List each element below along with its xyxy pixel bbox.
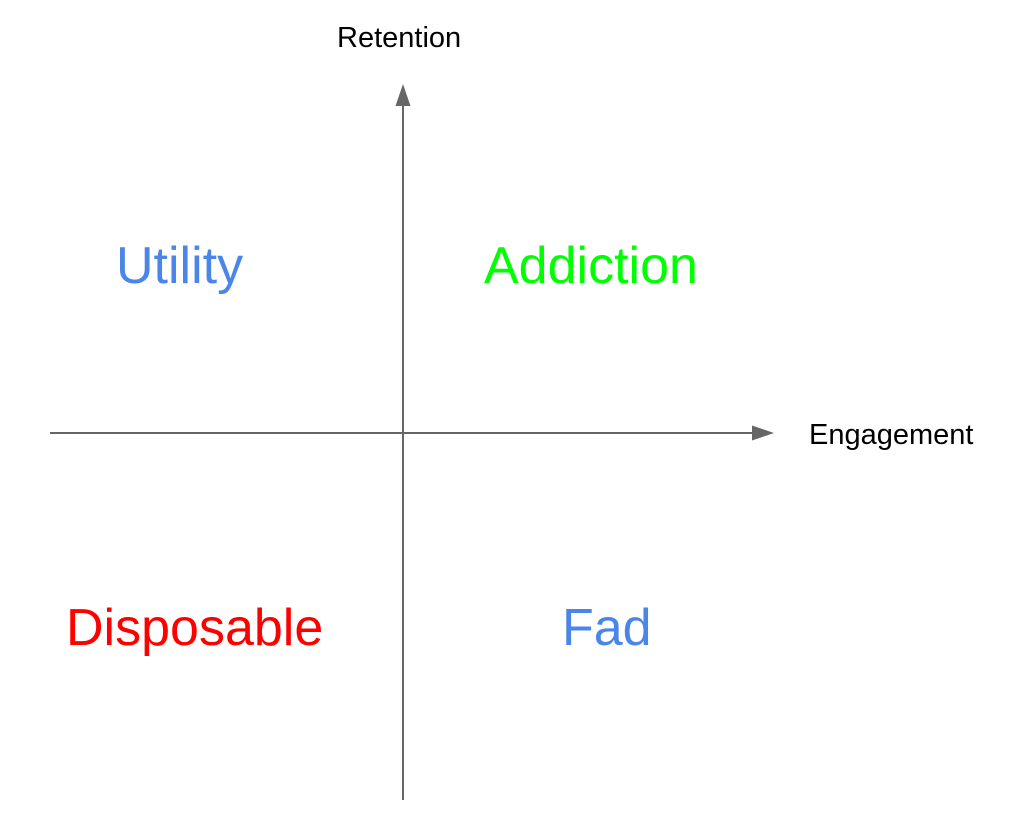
quadrant-label-bottom-left: Disposable	[66, 599, 324, 657]
y-axis-label: Retention	[337, 22, 462, 54]
y-axis-arrowhead-icon	[395, 84, 411, 106]
quadrant-label-top-left: Utility	[116, 237, 244, 295]
quadrant-label-top-right: Addiction	[484, 237, 698, 295]
x-axis-label: Engagement	[809, 419, 974, 451]
x-axis-arrowhead-icon	[752, 425, 774, 441]
quadrant-label-bottom-right: Fad	[562, 599, 652, 657]
